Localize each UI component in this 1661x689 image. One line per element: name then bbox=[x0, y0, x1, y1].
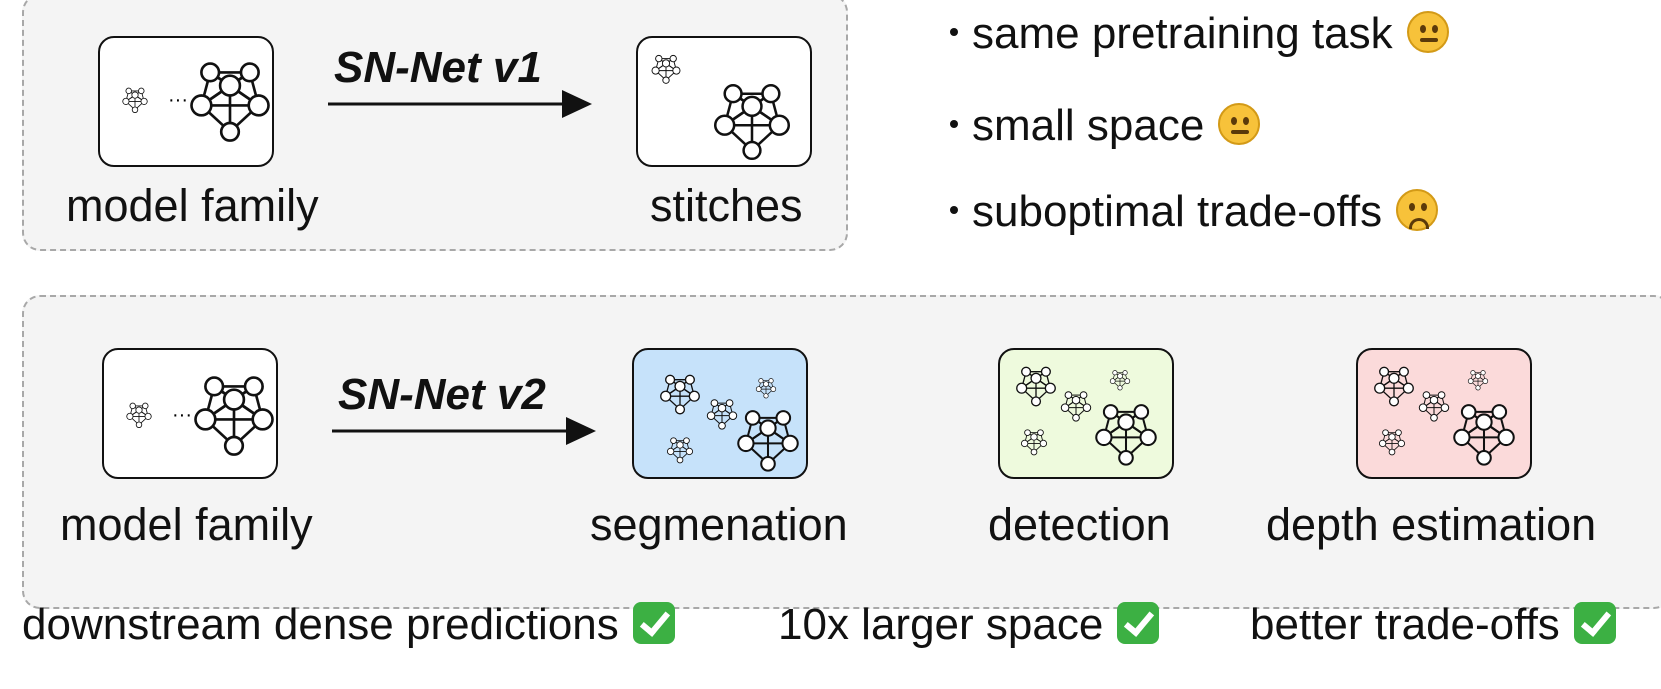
monocle-face-icon bbox=[1406, 11, 1449, 54]
benefit-1: downstream dense predictions bbox=[22, 600, 675, 649]
bullet-dot bbox=[950, 120, 958, 129]
bullet-dot bbox=[950, 28, 958, 37]
depth-estimation-network-icons bbox=[1374, 366, 1515, 466]
svg-text:···: ··· bbox=[168, 89, 188, 111]
v1-arrow bbox=[328, 90, 592, 118]
segmentation-network-icons bbox=[660, 374, 799, 472]
thinking-face-icon bbox=[1218, 103, 1261, 146]
v2-arrow-label: SN-Net v2 bbox=[338, 370, 546, 419]
v1-stitches-label: stitches bbox=[650, 180, 803, 231]
model-family-network-icons: ··· bbox=[122, 62, 270, 142]
drawback-1: same pretraining task bbox=[950, 9, 1449, 58]
v2-model-family-box: ··· bbox=[102, 348, 278, 479]
drawback-1-text: same pretraining task bbox=[972, 9, 1393, 58]
stitches-network-icons bbox=[651, 54, 791, 161]
check-mark-icon bbox=[1573, 602, 1616, 645]
v1-model-family-box: ··· bbox=[98, 36, 274, 167]
benefit-2-text: 10x larger space bbox=[778, 600, 1104, 649]
drawback-3-text: suboptimal trade-offs bbox=[972, 187, 1383, 236]
segmentation-box bbox=[632, 348, 808, 479]
depth-estimation-label: depth estimation bbox=[1266, 499, 1597, 550]
depth-estimation-box bbox=[1356, 348, 1532, 479]
benefit-1-text: downstream dense predictions bbox=[22, 600, 619, 649]
model-family-network-icons: ··· bbox=[126, 376, 274, 456]
drawback-3: suboptimal trade-offs bbox=[950, 187, 1439, 236]
svg-text:···: ··· bbox=[172, 404, 192, 426]
detection-box bbox=[998, 348, 1174, 479]
drawback-2-text: small space bbox=[972, 101, 1205, 150]
segmentation-label: segmenation bbox=[590, 499, 848, 550]
detection-label: detection bbox=[988, 499, 1171, 550]
drawback-2: small space bbox=[950, 101, 1261, 150]
v1-stitches-box bbox=[636, 36, 812, 167]
slightly-frowning-face-icon bbox=[1396, 189, 1439, 232]
check-mark-icon bbox=[632, 602, 675, 645]
benefit-3: better trade-offs bbox=[1250, 600, 1616, 649]
v1-arrow-label: SN-Net v1 bbox=[334, 43, 542, 92]
v2-arrow bbox=[332, 417, 596, 445]
v1-model-family-label: model family bbox=[66, 180, 319, 231]
detection-network-icons bbox=[1016, 366, 1157, 466]
benefit-3-text: better trade-offs bbox=[1250, 600, 1560, 649]
v2-model-family-label: model family bbox=[60, 499, 313, 550]
check-mark-icon bbox=[1117, 602, 1160, 645]
benefit-2: 10x larger space bbox=[778, 600, 1160, 649]
bullet-dot bbox=[950, 206, 958, 215]
